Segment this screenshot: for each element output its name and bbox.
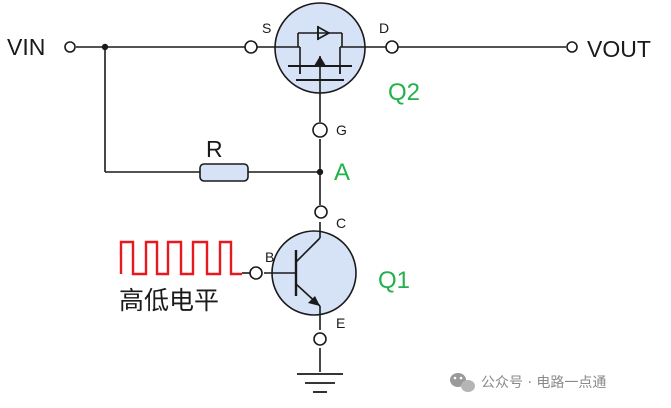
label-pin-collector: C (336, 215, 346, 231)
terminals (64, 40, 578, 346)
bjt-collector-arm (295, 237, 321, 263)
label-q1: Q1 (378, 267, 410, 294)
mosfet-q2 (255, 2, 388, 122)
bjt-emitter-arrow (308, 296, 320, 306)
terminal-vout (566, 41, 578, 53)
junction-dot-node-a (316, 168, 324, 176)
watermark-text: 公众号 · 电路一点通 (481, 375, 606, 391)
junction-dot-vin (101, 43, 109, 51)
terminal-gate (312, 122, 328, 138)
watermark: 公众号 · 电路一点通 (450, 373, 606, 392)
label-q2: Q2 (388, 79, 420, 106)
label-resistor: R (206, 136, 223, 162)
bjt-q1 (264, 222, 357, 330)
label-pin-gate: G (336, 122, 347, 138)
label-vout: VOUT (587, 36, 651, 62)
label-pin-base: B (265, 249, 274, 265)
label-pin-emitter: E (336, 315, 345, 331)
terminal-drain (385, 40, 399, 54)
square-wave-signal (119, 240, 242, 276)
label-vin: VIN (7, 34, 45, 60)
label-signal: 高低电平 (119, 286, 219, 315)
terminal-base (249, 266, 263, 280)
wechat-icon (450, 373, 475, 392)
label-pin-source: S (262, 20, 271, 36)
label-pin-drain: D (379, 20, 389, 36)
label-node-a: A (334, 159, 350, 186)
terminal-vin (64, 41, 76, 53)
terminal-source (244, 40, 258, 54)
ground-symbol (297, 373, 343, 393)
resistor-r (199, 163, 249, 182)
terminal-collector (314, 205, 328, 219)
terminal-emitter (313, 332, 327, 346)
